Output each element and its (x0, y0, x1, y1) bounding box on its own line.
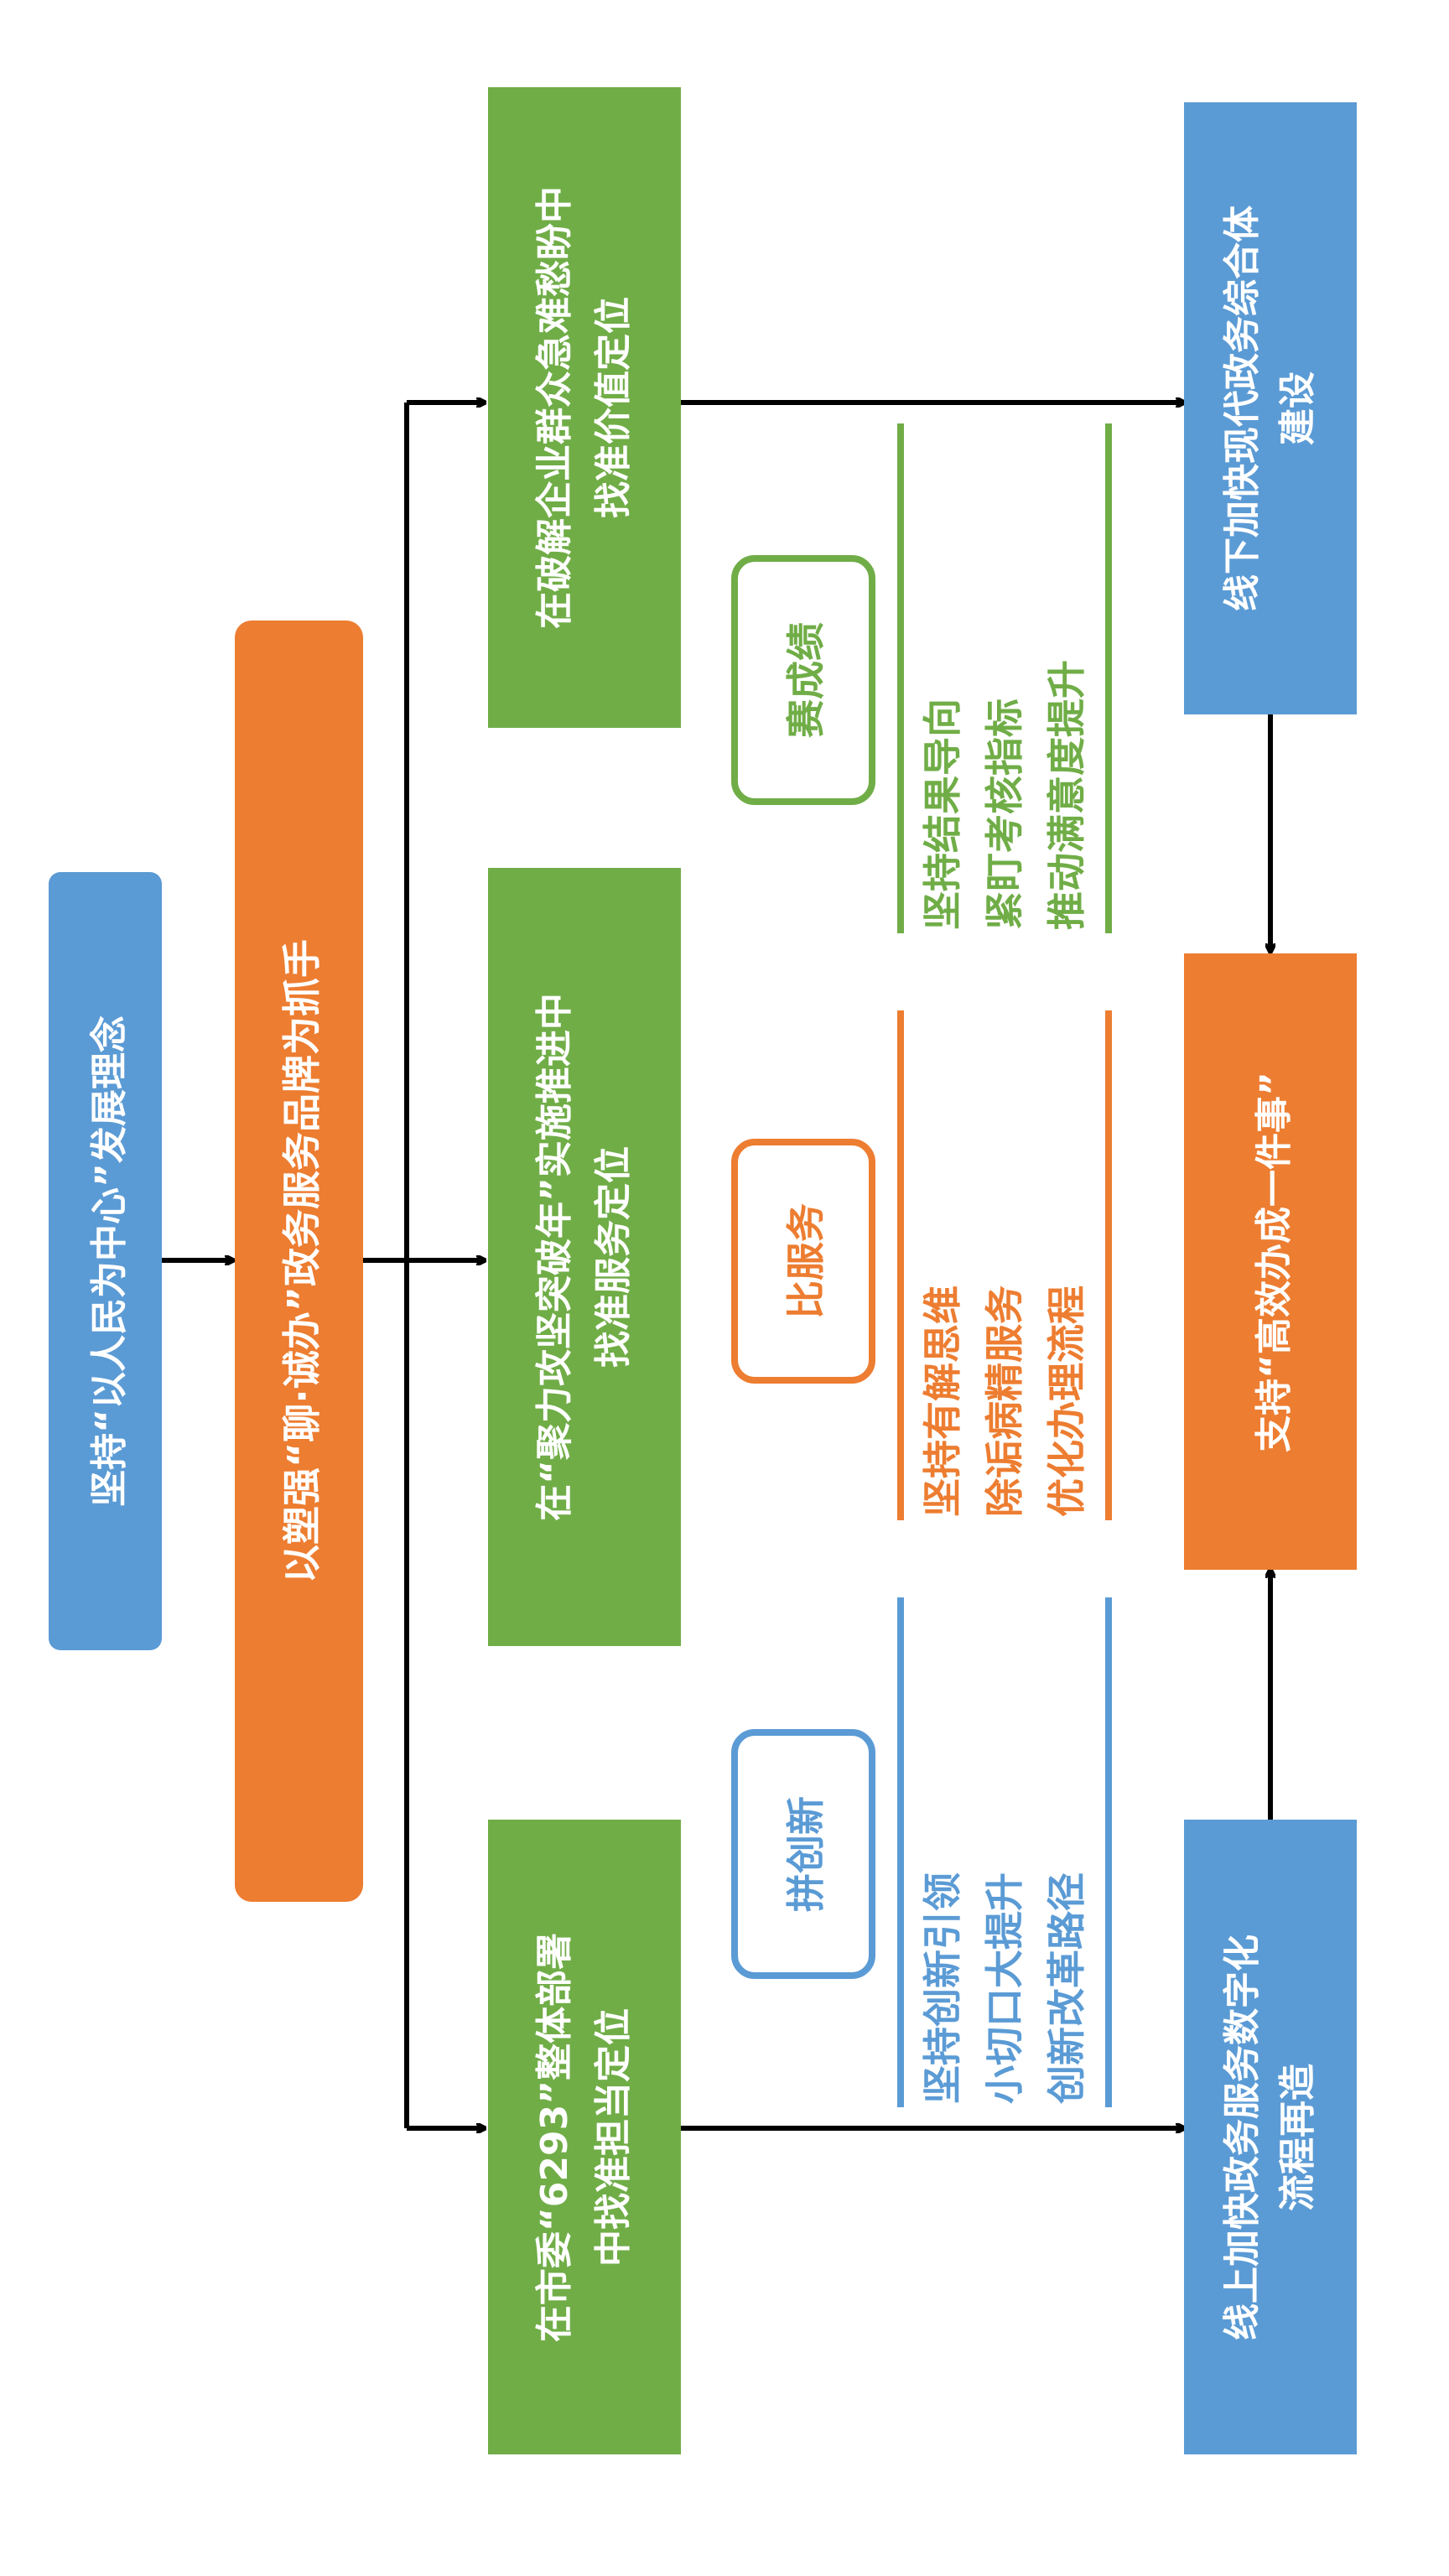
concept-text: 坚持“以人民为中心”发展理念 (87, 1015, 131, 1507)
position-middle-box: 在“聚力攻坚突破年”实施推进中 找准服务定位 (488, 868, 681, 1646)
position-right-text: 在破解企业群众急难愁盼中 找准价值定位 (533, 186, 635, 629)
competition-innovation-title: 拼创新 (783, 1796, 828, 1912)
competition-score-list: 坚持结果导向 紧盯考核指标 推动满意度提升 (904, 423, 1105, 933)
online-text: 线上加快政务服务数字化 流程再造 (1221, 1934, 1319, 2340)
competition-innovation-list: 坚持创新引领 小切口大提升 创新改革路径 (904, 1597, 1105, 2107)
offline-box: 线下加快现代政务综合体 建设 (1184, 102, 1357, 714)
position-right-box: 在破解企业群众急难愁盼中 找准价值定位 (488, 87, 681, 728)
competition-innovation-items: 坚持创新引领 小切口大提升 创新改革路径 (920, 1872, 1089, 2104)
competition-service-rule-left (897, 1010, 904, 1520)
concept-box: 坚持“以人民为中心”发展理念 (49, 872, 162, 1650)
competition-innovation-badge: 拼创新 (731, 1729, 875, 1979)
position-middle-text: 在“聚力攻坚突破年”实施推进中 找准服务定位 (533, 993, 635, 1521)
brand-text: 以塑强“聊·诚办”政务服务品牌为抓手 (278, 939, 325, 1583)
online-box: 线上加快政务服务数字化 流程再造 (1184, 1820, 1357, 2454)
competition-service-items: 坚持有解思维 除诟病精服务 优化办理流程 (920, 1285, 1089, 1517)
goal-box: 支持“高效办成一件事” (1184, 953, 1357, 1570)
brand-box: 以塑强“聊·诚办”政务服务品牌为抓手 (235, 621, 363, 1902)
competition-score-rule-left (897, 423, 904, 933)
competition-score-title: 赛成绩 (783, 622, 828, 738)
competition-service-badge: 比服务 (731, 1139, 875, 1384)
competition-service-title: 比服务 (783, 1203, 828, 1319)
offline-text: 线下加快现代政务综合体 建设 (1221, 205, 1319, 611)
competition-service-rule-right (1105, 1010, 1112, 1520)
position-left-box: 在市委“6293”整体部署 中找准担当定位 (488, 1820, 681, 2454)
position-left-text: 在市委“6293”整体部署 中找准担当定位 (533, 1932, 635, 2342)
competition-innovation-rule-left (897, 1597, 904, 2107)
competition-score-badge: 赛成绩 (731, 555, 875, 805)
goal-text: 支持“高效办成一件事” (1253, 1071, 1296, 1452)
competition-innovation-rule-right (1105, 1597, 1112, 2107)
competition-score-items: 坚持结果导向 紧盯考核指标 推动满意度提升 (920, 660, 1089, 930)
competition-service-list: 坚持有解思维 除诟病精服务 优化办理流程 (904, 1010, 1105, 1520)
competition-score-rule-right (1105, 423, 1112, 933)
